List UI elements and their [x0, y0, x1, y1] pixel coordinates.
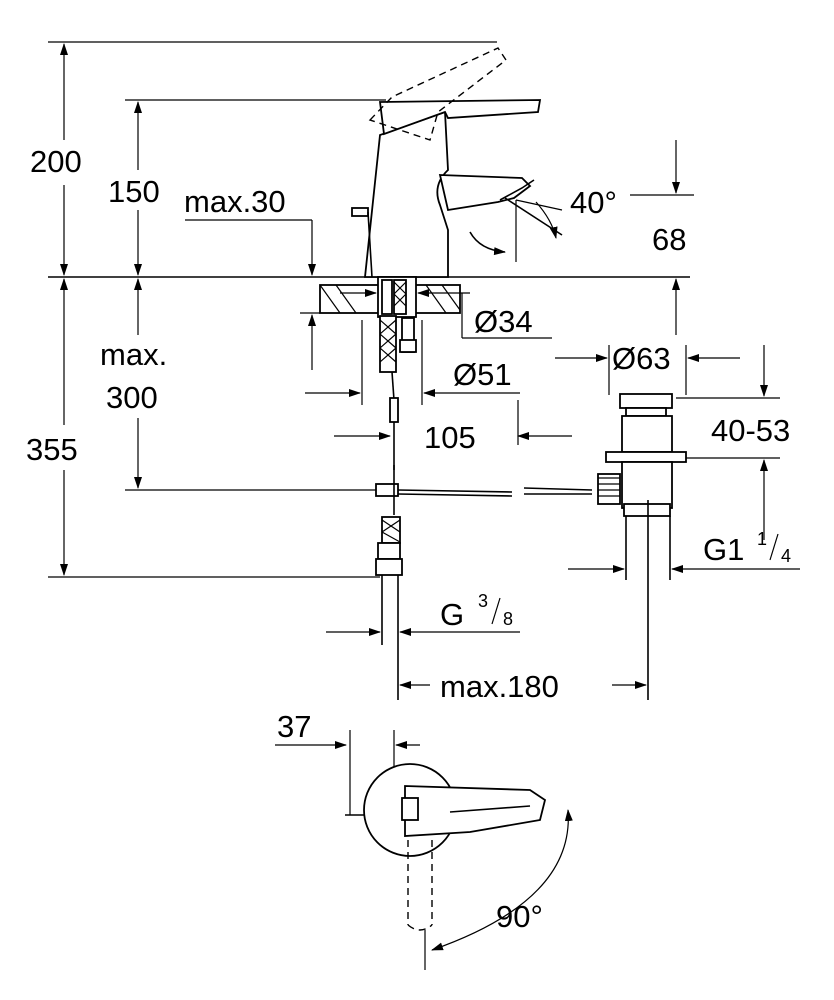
label-g1-denominator: 4 — [781, 546, 791, 566]
label-angle-90: 90° — [496, 899, 543, 934]
label-g-numerator: 3 — [478, 591, 488, 611]
label-105: 105 — [424, 420, 476, 455]
label-g1: G1 — [703, 532, 744, 567]
label-200: 200 — [30, 144, 82, 179]
label-dia51: Ø51 — [453, 357, 512, 392]
faucet-top-view — [345, 763, 547, 970]
label-g1-numerator: 1 — [757, 529, 767, 549]
label-37: 37 — [277, 709, 311, 744]
dimension-lines — [48, 41, 800, 951]
label-300: 300 — [106, 380, 158, 415]
label-max180: max.180 — [440, 669, 559, 704]
label-angle-40: 40° — [570, 185, 617, 220]
label-g-denominator: 8 — [503, 609, 513, 629]
waste-assembly — [597, 393, 687, 700]
label-150: 150 — [108, 174, 160, 209]
label-355: 355 — [26, 432, 78, 467]
label-g: G — [440, 597, 464, 632]
label-max30: max.30 — [184, 184, 286, 219]
label-68: 68 — [652, 222, 686, 257]
dimension-labels: 200 150 max.30 40° 68 Ø34 max. 300 Ø51 Ø… — [26, 144, 791, 934]
faucet-side-view — [48, 47, 690, 700]
label-40-53: 40-53 — [711, 413, 790, 448]
label-max: max. — [100, 337, 167, 372]
label-dia34: Ø34 — [474, 304, 533, 339]
label-dia63: Ø63 — [612, 341, 671, 376]
